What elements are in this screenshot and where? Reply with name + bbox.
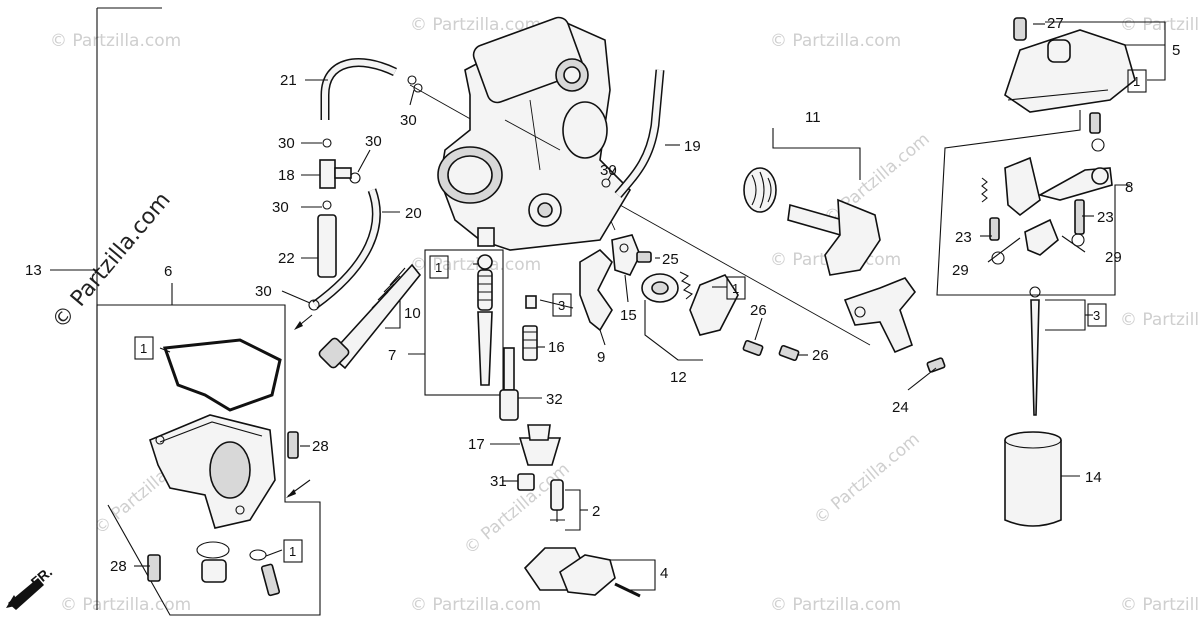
boxed-label-1: 1 [1133,74,1140,89]
jet-16 [522,295,538,361]
callout-8: 8 [1125,179,1133,196]
callout-27: 27 [1047,15,1064,32]
hose-19 [614,69,665,198]
callout-17: 17 [468,436,485,453]
watermark-text: © Partzilla.com [1120,15,1200,35]
callout-14: 14 [1085,469,1102,486]
hose-21 [320,58,397,120]
screw-25 [636,251,652,263]
callout-26: 26 [750,302,767,319]
pointer-arrows [286,314,313,498]
throttle-shaft-11 [743,167,881,276]
carburetor-body [437,16,632,251]
callout-32: 32 [546,391,563,408]
boxed-label-1: 1 [732,281,739,296]
leader-lines [134,23,1094,567]
pipe-22 [317,214,337,278]
callout-9: 9 [597,349,605,366]
callout-31: 31 [490,473,507,490]
callout-29: 29 [1105,249,1122,266]
watermark-text: © Partzilla.com [770,31,901,51]
callout-30: 30 [400,112,417,129]
boxed-label-1: 1 [435,260,442,275]
part-31 [517,473,535,491]
float-chamber-6 [149,414,276,529]
callout-2: 2 [592,503,600,520]
callout-30: 30 [255,283,272,300]
callout-13: 13 [25,262,42,279]
throttle-link-24 [843,277,946,373]
watermark-text: © Partzilla.com [50,31,181,51]
callout-7: 7 [388,347,396,364]
callout-30: 30 [365,133,382,150]
hose-clips [308,75,611,311]
watermark-text: © Partzilla.com [770,595,901,615]
callout-26: 26 [812,347,829,364]
float-valve-2 [550,479,565,522]
jet-needle-3 [1029,286,1041,416]
callout-20: 20 [405,205,422,222]
callout-16: 16 [548,339,565,356]
watermark-text: © Partzilla.com [47,188,175,334]
callout-24: 24 [892,399,909,416]
boxed-label-3: 3 [1093,308,1100,323]
choke-lever-9 [579,248,613,332]
callout-4: 4 [660,565,668,582]
watermark-text: © Partzilla.com [410,595,541,615]
screws-26 [742,339,800,362]
boxed-labels: 1 1 3 1 3 1 1 [134,69,1147,563]
pilot-screw-10 [318,263,422,370]
callout-15: 15 [620,307,637,324]
joint-18 [319,159,352,189]
boxed-label-1: 1 [140,341,147,356]
jet-32 [499,347,519,421]
callout-6: 6 [164,263,172,280]
sleeve-14 [1004,431,1062,527]
float-4 [523,547,641,598]
top-cover-5 [1004,17,1136,113]
callout-23: 23 [955,229,972,246]
throttle-mechanism-8 [981,112,1113,265]
boxed-label-3: 3 [558,298,565,313]
diaphragm-12 [641,271,739,336]
watermark-text: © Partzilla.com [1120,310,1200,330]
callout-18: 18 [278,167,295,184]
callout-10: 10 [404,305,421,322]
callout-25: 25 [662,251,679,268]
boxed-label-1: 1 [289,544,296,559]
watermark-text: © Partzilla.com [810,429,923,529]
watermark-text: © Partzilla.com [1120,595,1200,615]
part-17 [518,424,562,466]
callout-28: 28 [110,558,127,575]
watermark-text: © Partzilla.com [820,129,933,229]
callout-22: 22 [278,250,295,267]
drain-parts [147,431,299,597]
part-15 [611,234,641,276]
hose-20 [312,188,381,309]
callout-labels: 27 5 21 30 30 30 18 30 20 22 30 19 30 11… [25,15,1180,582]
gasket [162,338,282,412]
callout-30: 30 [278,135,295,152]
front-direction-arrow-icon: FR. [6,564,55,610]
watermark-text: © Partzilla.com [60,595,191,615]
callout-30: 30 [600,162,617,179]
watermark-text: © Partzilla.com [410,255,541,275]
callout-11: 11 [805,109,821,126]
callout-29: 29 [952,262,969,279]
callout-5: 5 [1172,42,1180,59]
callout-23: 23 [1097,209,1114,226]
callout-21: 21 [280,72,297,89]
callout-28: 28 [312,438,329,455]
needle-jet-stack [477,254,493,386]
callout-12: 12 [670,369,687,386]
callout-30: 30 [272,199,289,216]
watermark-text: © Partzilla.com [410,15,541,35]
callout-19: 19 [684,138,701,155]
